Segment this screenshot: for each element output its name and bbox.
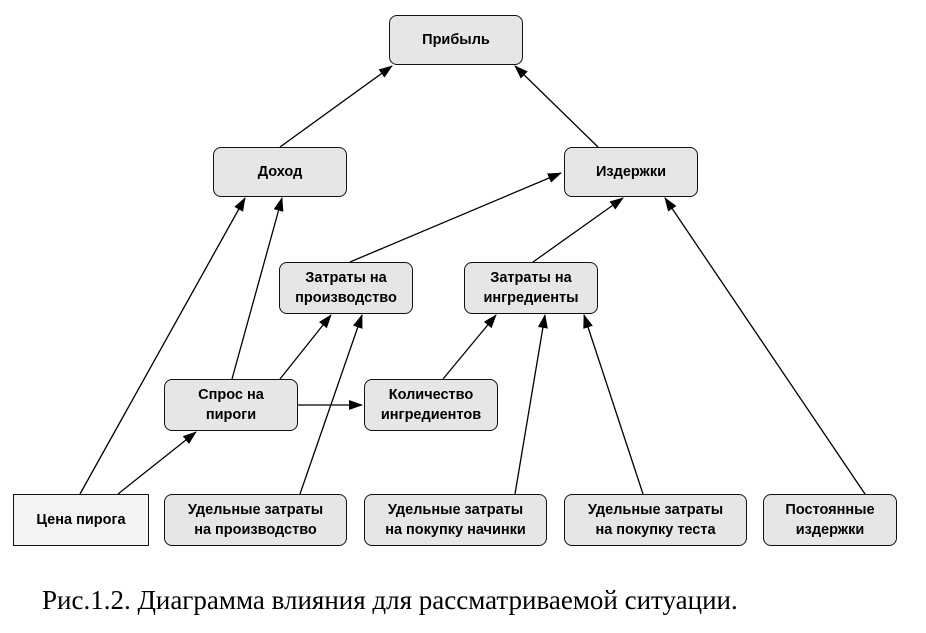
node-fixed-costs: Постоянные издержки bbox=[763, 494, 897, 546]
arrow-pie-demand-to-income bbox=[231, 197, 284, 380]
node-unit-dough-costs: Удельные затраты на покупку теста bbox=[564, 494, 747, 546]
node-profit: Прибыль bbox=[389, 15, 523, 65]
arrow-ingredient-quantity-to-ingredient-costs bbox=[442, 314, 497, 380]
arrow-unit-filling-costs-to-ingredient-costs bbox=[514, 314, 548, 495]
arrow-fixed-costs-to-costs bbox=[664, 197, 866, 495]
node-ingredient-quantity: Количество ингредиентов bbox=[364, 379, 498, 431]
node-unit-filling-costs: Удельные затраты на покупку начинки bbox=[364, 494, 547, 546]
arrow-pie-price-to-pie-demand bbox=[117, 431, 197, 495]
arrow-income-to-profit bbox=[279, 65, 393, 148]
node-pie-demand: Спрос на пироги bbox=[164, 379, 298, 431]
node-pie-price: Цена пирога bbox=[13, 494, 149, 546]
arrow-unit-dough-costs-to-ingredient-costs bbox=[583, 314, 644, 495]
arrow-pie-demand-to-production-costs bbox=[279, 314, 332, 380]
arrow-pie-price-to-income bbox=[79, 197, 246, 495]
arrow-costs-to-profit bbox=[514, 65, 599, 148]
node-production-costs: Затраты на производство bbox=[279, 262, 413, 314]
node-unit-production-costs: Удельные затраты на производство bbox=[164, 494, 347, 546]
arrow-ingredient-costs-to-costs bbox=[532, 197, 624, 263]
node-ingredient-costs: Затраты на ингредиенты bbox=[464, 262, 598, 314]
figure-caption: Рис.1.2. Диаграмма влияния для рассматри… bbox=[42, 585, 738, 615]
node-costs: Издержки bbox=[564, 147, 698, 197]
node-income: Доход bbox=[213, 147, 347, 197]
arrow-production-costs-to-costs bbox=[349, 172, 562, 263]
